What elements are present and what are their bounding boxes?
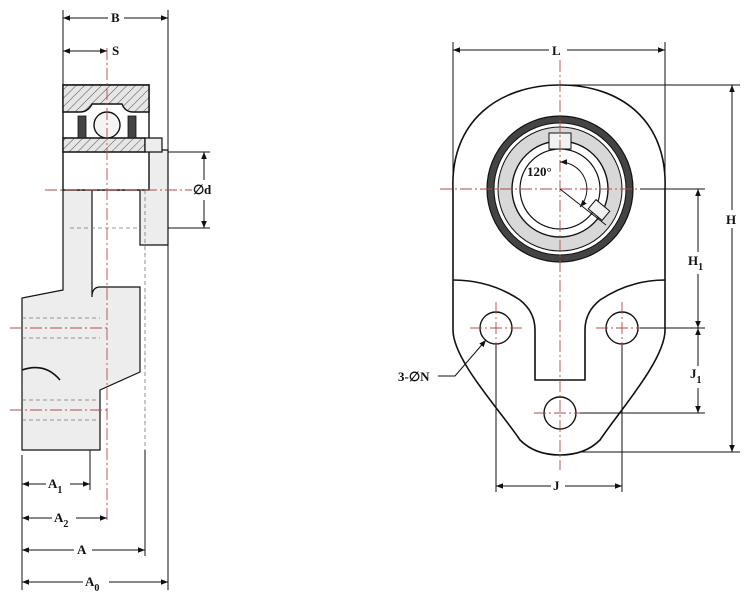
label-J1: J1 — [690, 366, 702, 386]
label-angle: 120° — [527, 164, 552, 179]
front-set-screw-diagonal — [587, 198, 611, 222]
front-housing-outline — [452, 84, 666, 456]
bolt-leader — [438, 339, 487, 377]
side-dimensions — [21, 10, 210, 590]
label-A2: A2 — [54, 510, 68, 530]
front-view — [440, 60, 690, 470]
label-B: B — [111, 10, 120, 25]
side-inner-ring-section — [62, 137, 146, 153]
label-A0: A0 — [85, 574, 99, 594]
label-d: d — [204, 182, 212, 197]
label-d-symbol: ∅ — [193, 182, 204, 197]
label-H1: H1 — [688, 253, 703, 273]
side-set-screw — [144, 137, 163, 153]
side-seal-right — [127, 115, 137, 139]
label-H: H — [726, 212, 736, 227]
side-flange-body — [21, 189, 141, 451]
side-seal-left — [77, 115, 87, 139]
label-L: L — [552, 43, 561, 58]
dimension-labels: B S ∅ d L H H1 J1 J 120° 3-∅N A1 A2 A A0 — [46, 9, 742, 595]
side-outer-ring-section — [62, 84, 150, 113]
angle-arc — [559, 159, 588, 208]
label-A1: A1 — [48, 476, 62, 496]
label-S: S — [112, 43, 119, 58]
label-A: A — [77, 542, 87, 557]
label-bolt: 3-∅N — [398, 369, 430, 384]
label-J: J — [553, 478, 560, 493]
side-view — [10, 48, 215, 520]
